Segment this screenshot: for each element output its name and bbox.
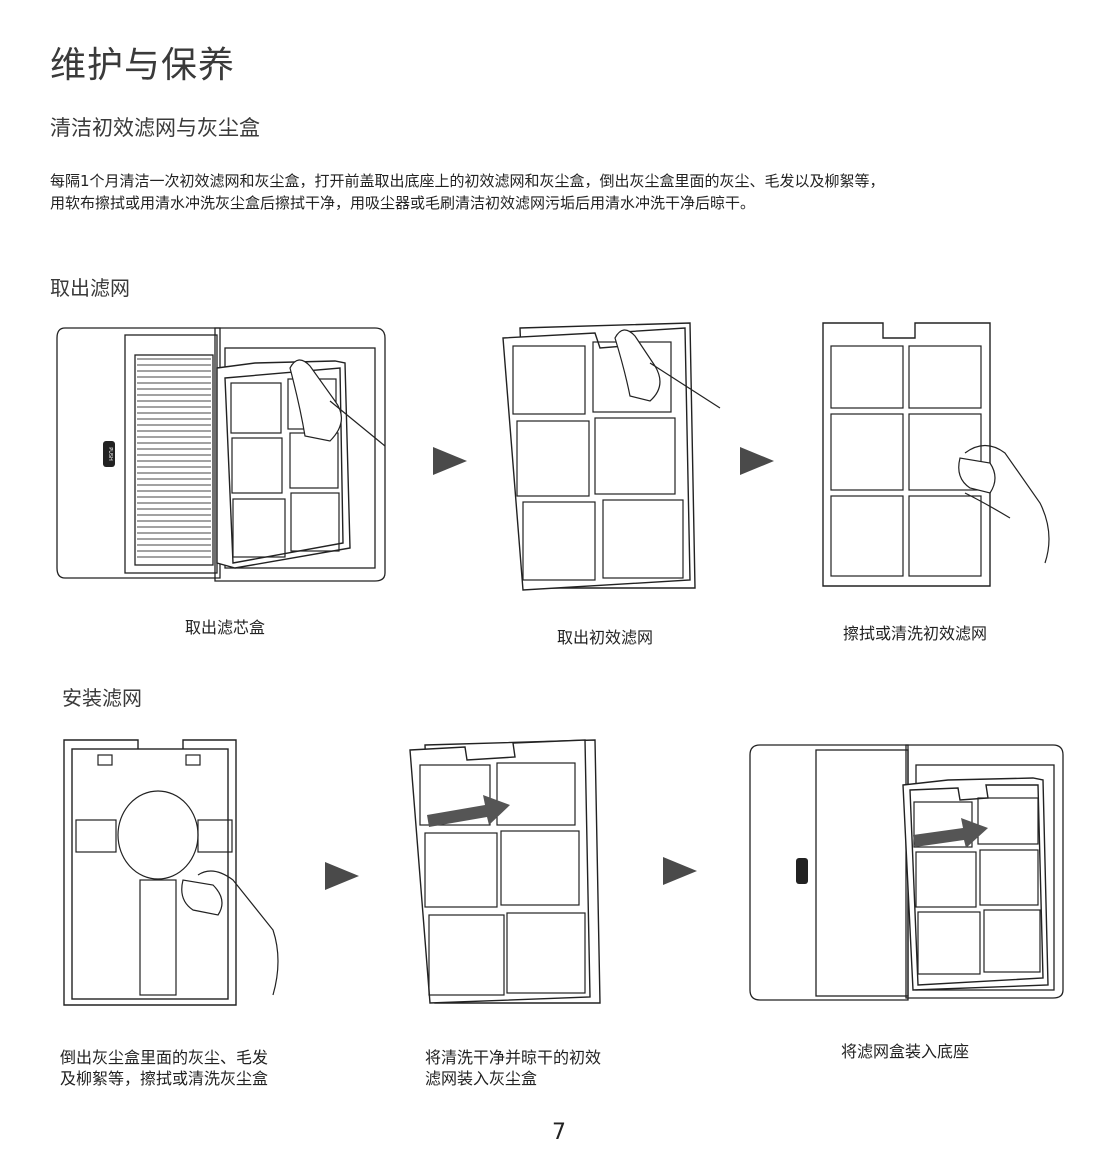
step-arrow-2 bbox=[740, 447, 774, 475]
page-number: 7 bbox=[552, 1120, 566, 1145]
section-title: 清洁初效滤网与灰尘盒 bbox=[50, 116, 260, 140]
figure-remove-primary-filter bbox=[495, 318, 735, 593]
caption-insert-filter: 将清洗干净并晾干的初效 滤网装入灰尘盒 bbox=[425, 1047, 665, 1089]
step-arrow-3 bbox=[325, 862, 359, 890]
caption-clean-filter: 擦拭或清洗初效滤网 bbox=[842, 624, 987, 643]
caption-dust-box-line-2: 及柳絮等，擦拭或清洗灰尘盒 bbox=[60, 1069, 269, 1088]
caption-insert-filter-line-2: 滤网装入灰尘盒 bbox=[425, 1069, 538, 1088]
caption-remove-primary-filter: 取出初效滤网 bbox=[556, 628, 653, 647]
intro-line-1: 每隔1个月清洁一次初效滤网和灰尘盒，打开前盖取出底座上的初效滤网和灰尘盒，倒出灰… bbox=[50, 172, 885, 190]
figure-insert-filter bbox=[405, 735, 605, 1010]
step-arrow-1 bbox=[433, 447, 467, 475]
intro-line-2: 用软布擦拭或用清水冲洗灰尘盒后擦拭干净，用吸尘器或毛刷清洁初效滤网污垢后用清水冲… bbox=[50, 194, 756, 212]
step-arrow-4 bbox=[663, 857, 697, 885]
figure-dust-box bbox=[58, 735, 298, 1010]
figure-clean-primary-filter bbox=[815, 318, 1065, 590]
caption-install-box: 将滤网盒装入底座 bbox=[840, 1042, 969, 1061]
intro-paragraph: 每隔1个月清洁一次初效滤网和灰尘盒，打开前盖取出底座上的初效滤网和灰尘盒，倒出灰… bbox=[50, 170, 1090, 214]
figure-install-box bbox=[748, 740, 1073, 1005]
caption-dust-box-line-1: 倒出灰尘盒里面的灰尘、毛发 bbox=[60, 1048, 269, 1067]
install-filter-heading: 安装滤网 bbox=[62, 686, 142, 710]
caption-insert-filter-line-1: 将清洗干净并晾干的初效 bbox=[425, 1048, 602, 1067]
caption-remove-box: 取出滤芯盒 bbox=[184, 618, 265, 637]
caption-dust-box: 倒出灰尘盒里面的灰尘、毛发 及柳絮等，擦拭或清洗灰尘盒 bbox=[60, 1047, 340, 1089]
figure-remove-filter-box: PUSH bbox=[55, 323, 405, 588]
push-label: PUSH bbox=[107, 447, 113, 461]
remove-filter-heading: 取出滤网 bbox=[50, 276, 130, 300]
page-title: 维护与保养 bbox=[50, 45, 236, 86]
